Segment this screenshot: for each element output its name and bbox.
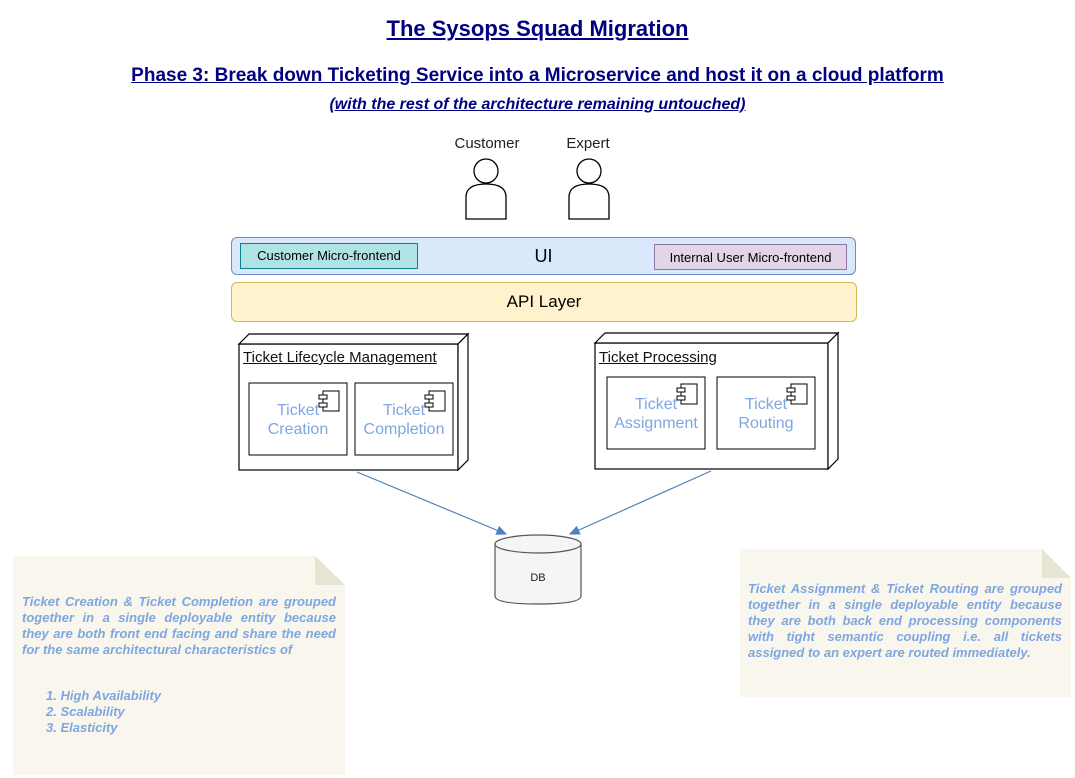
database-label: DB: [530, 572, 546, 584]
note-left-list: 1. High Availability 2. Scalability 3. E…: [46, 688, 326, 736]
component-icon: [424, 390, 446, 412]
actor-customer-label: Customer: [454, 135, 520, 152]
note-right-shape: [740, 549, 1071, 697]
api-layer: API Layer: [231, 282, 857, 322]
note-left-text: Ticket Creation & Ticket Completion are …: [22, 594, 336, 657]
diagram-subnote: (with the rest of the architecture remai…: [329, 96, 746, 113]
node-title-ticket-lifecycle-management: Ticket Lifecycle Management: [243, 349, 437, 366]
note-left-shape: [13, 556, 345, 775]
actor-expert-label: Expert: [566, 135, 610, 152]
expert-person-icon: [568, 158, 610, 220]
component-label-ticket-creation: Ticket Creation: [267, 402, 329, 438]
note-left-list-item: 3. Elasticity: [46, 720, 118, 735]
note-left-list-item: 1. High Availability: [46, 688, 162, 703]
diagram-subtitle: Phase 3: Break down Ticketing Service in…: [131, 65, 944, 86]
note-right-text: Ticket Assignment & Ticket Routing are g…: [748, 581, 1062, 660]
component-icon: [676, 383, 698, 405]
component-label-ticket-completion: Ticket Completion: [363, 402, 445, 438]
internal-user-micro-frontend: Internal User Micro-frontend: [654, 244, 847, 270]
note-left-list-item: 2. Scalability: [46, 704, 125, 719]
component-icon: [318, 390, 340, 412]
ui-layer-label: UI: [534, 246, 553, 266]
arrow-lifecycle-to-db: [356, 471, 508, 535]
customer-person-icon: [465, 158, 507, 220]
component-label-ticket-routing: Ticket Routing: [738, 396, 794, 432]
component-icon: [786, 383, 808, 405]
node-title-ticket-processing: Ticket Processing: [599, 349, 717, 366]
diagram-title: The Sysops Squad Migration: [386, 16, 689, 41]
customer-micro-frontend: Customer Micro-frontend: [240, 243, 418, 269]
arrow-processing-to-db: [568, 470, 712, 535]
component-label-ticket-assignment: Ticket Assignment: [614, 396, 698, 432]
database-cylinder-icon: [494, 534, 582, 605]
